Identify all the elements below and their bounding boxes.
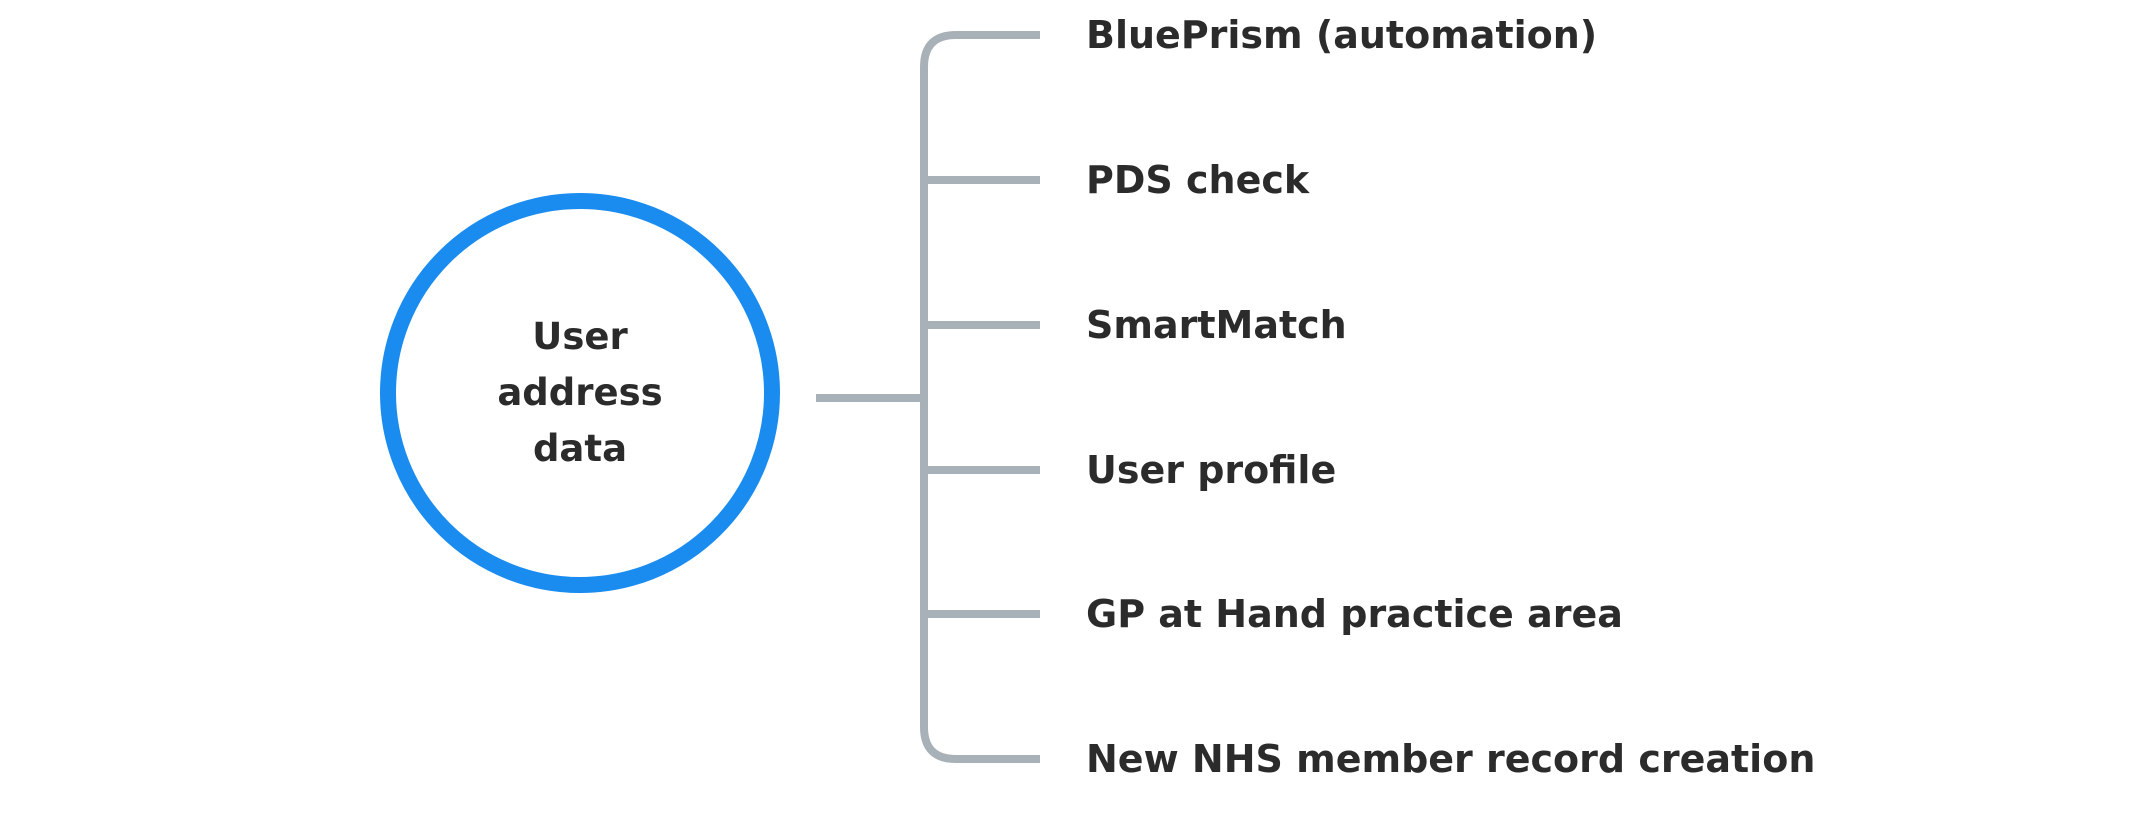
branch-label-pds-check: PDS check xyxy=(1086,158,1310,202)
center-node: User address data xyxy=(380,193,780,593)
branch-label-smartmatch: SmartMatch xyxy=(1086,303,1347,347)
branch-label-user-profile: User profile xyxy=(1086,448,1337,492)
bracket-spine xyxy=(920,31,1040,763)
center-node-label: User address data xyxy=(497,315,663,470)
branch-label-new-nhs-record: New NHS member record creation xyxy=(1086,737,1816,781)
branch-label-gp-at-hand: GP at Hand practice area xyxy=(1086,592,1623,636)
branch-label-blueprism: BluePrism (automation) xyxy=(1086,13,1598,57)
